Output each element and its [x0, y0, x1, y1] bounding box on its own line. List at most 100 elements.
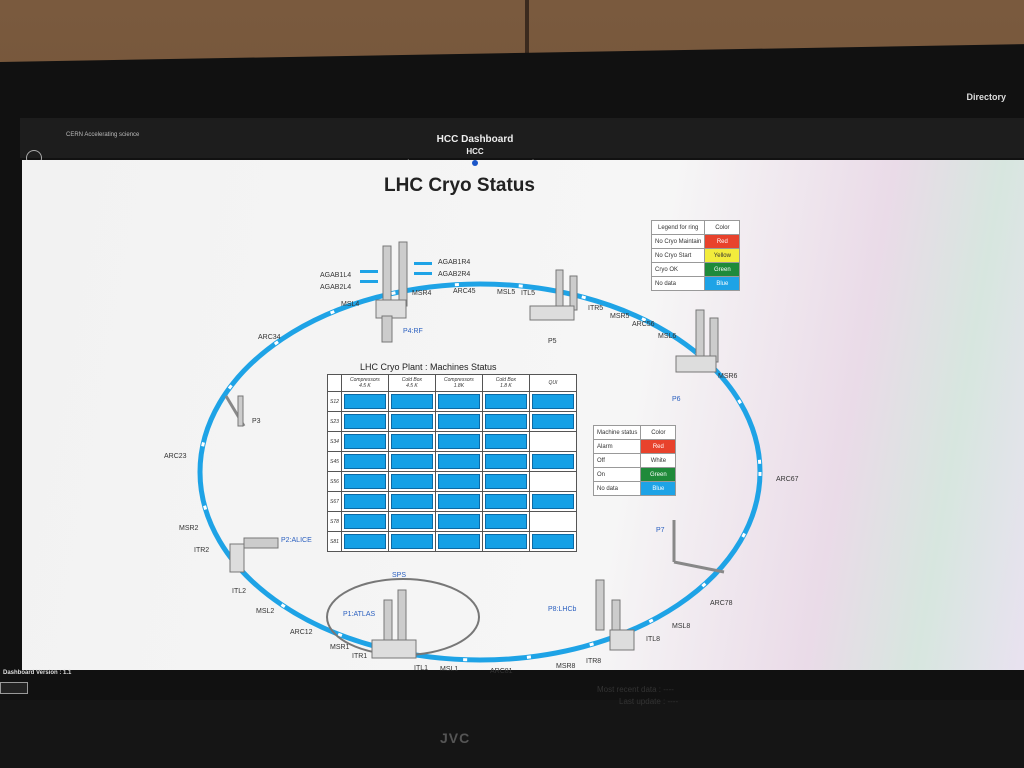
version-box: [0, 682, 28, 694]
dashboard-version: Dashboard Version : 1.1: [3, 670, 72, 676]
directory-link[interactable]: Directory: [966, 92, 1006, 102]
table-row: S67: [327, 491, 577, 512]
status-cell[interactable]: [481, 391, 530, 412]
label-msl8: MSL8: [672, 623, 690, 630]
status-cell[interactable]: [340, 491, 389, 512]
status-cell[interactable]: [434, 391, 483, 412]
status-cell[interactable]: [434, 511, 483, 532]
status-cell[interactable]: [387, 531, 436, 552]
status-cell[interactable]: [387, 431, 436, 452]
ring-legend-swatch: Yellow: [704, 248, 741, 263]
ring-legend-row: No Cryo Maintain Red: [650, 234, 741, 249]
status-cell-empty: [528, 471, 577, 492]
label-p1atlas: P1:ATLAS: [343, 611, 375, 618]
table-row: S23: [327, 411, 577, 432]
status-cell[interactable]: [528, 491, 577, 512]
col-header: QUI: [528, 374, 577, 392]
machine-legend-swatch: Green: [640, 467, 677, 482]
status-cell[interactable]: [481, 511, 530, 532]
wall-seam: [525, 0, 529, 90]
top-bar: [20, 118, 1024, 158]
machine-legend-row: Off White: [592, 453, 677, 468]
label-agab2r4: AGAB2R4: [438, 271, 470, 278]
sector-label: S78: [327, 511, 342, 532]
status-cell[interactable]: [481, 471, 530, 492]
status-cell[interactable]: [481, 411, 530, 432]
p1-cryo-plant-icon[interactable]: [371, 589, 417, 659]
status-cell[interactable]: [340, 531, 389, 552]
status-cell[interactable]: [434, 531, 483, 552]
machine-legend-label: Alarm: [592, 439, 642, 454]
status-cell[interactable]: [481, 531, 530, 552]
status-cell[interactable]: [481, 491, 530, 512]
label-msr8: MSR8: [556, 663, 576, 670]
p4-cryo-plant-icon[interactable]: [375, 241, 408, 343]
status-cell[interactable]: [387, 491, 436, 512]
status-cell[interactable]: [340, 511, 389, 532]
status-cell[interactable]: [387, 411, 436, 432]
status-cell[interactable]: [481, 431, 530, 452]
monitor-brand-logo: JVC: [440, 730, 471, 746]
status-cell[interactable]: [434, 471, 483, 492]
machine-legend-header-label: Machine status: [592, 425, 642, 440]
status-cell[interactable]: [481, 451, 530, 472]
ring-legend-header-color: Color: [704, 220, 741, 235]
table-row: S81: [327, 531, 577, 552]
p2-cryo-plant-icon[interactable]: [229, 537, 279, 573]
status-cell[interactable]: [434, 431, 483, 452]
ring-legend-header-label: Legend for ring: [650, 220, 706, 235]
status-cell[interactable]: [434, 411, 483, 432]
p8-cryo-plant-icon[interactable]: [595, 579, 635, 651]
most-recent-data: Most recent data : ----: [597, 685, 674, 694]
agab-bars-icon: [360, 262, 432, 283]
status-cell-empty: [528, 511, 577, 532]
status-cell[interactable]: [387, 451, 436, 472]
status-cell[interactable]: [387, 391, 436, 412]
label-agab1l4: AGAB1L4: [320, 272, 351, 279]
machine-legend-row: Alarm Red: [592, 439, 677, 454]
ring-legend-swatch: Green: [704, 262, 741, 277]
label-agab1r4: AGAB1R4: [438, 259, 470, 266]
label-p6: P6: [672, 396, 681, 403]
status-cell[interactable]: [340, 391, 389, 412]
machines-status-title: LHC Cryo Plant : Machines Status: [360, 362, 497, 372]
status-cell[interactable]: [340, 471, 389, 492]
status-cell[interactable]: [528, 451, 577, 472]
status-cell[interactable]: [340, 451, 389, 472]
ring-legend-label: No Cryo Maintain: [650, 234, 706, 249]
status-cell[interactable]: [528, 531, 577, 552]
machine-legend-swatch: Red: [640, 439, 677, 454]
label-arc45: ARC45: [453, 288, 476, 295]
status-cell[interactable]: [340, 431, 389, 452]
machine-legend-label: On: [592, 467, 642, 482]
p3-icon[interactable]: [224, 395, 246, 427]
label-msl6: MSL6: [658, 333, 676, 340]
sector-label: S81: [327, 531, 342, 552]
status-cell[interactable]: [434, 451, 483, 472]
label-msr4: MSR4: [412, 290, 432, 297]
status-cell[interactable]: [528, 411, 577, 432]
dashboard-title: HCC Dashboard: [436, 134, 514, 145]
p7-icon[interactable]: [672, 520, 725, 574]
machine-legend-label: No data: [592, 481, 642, 496]
sector-label: S56: [327, 471, 342, 492]
status-cell[interactable]: [387, 511, 436, 532]
p5-cryo-plant-icon[interactable]: [529, 269, 578, 321]
status-cell-empty: [528, 431, 577, 452]
label-arc34: ARC34: [258, 334, 281, 341]
ring-legend-row: No data Blue: [650, 276, 741, 291]
status-cell[interactable]: [387, 471, 436, 492]
label-itr2: ITR2: [194, 547, 209, 554]
label-arc67: ARC67: [776, 476, 799, 483]
p6-cryo-plant-icon[interactable]: [675, 309, 719, 373]
status-cell[interactable]: [528, 391, 577, 412]
ring-legend-label: No Cryo Start: [650, 248, 706, 263]
status-cell[interactable]: [434, 491, 483, 512]
page-indicator-dot[interactable]: [472, 160, 478, 166]
status-cell[interactable]: [340, 411, 389, 432]
machine-legend-swatch: Blue: [640, 481, 677, 496]
label-arc56: ARC56: [632, 321, 655, 328]
